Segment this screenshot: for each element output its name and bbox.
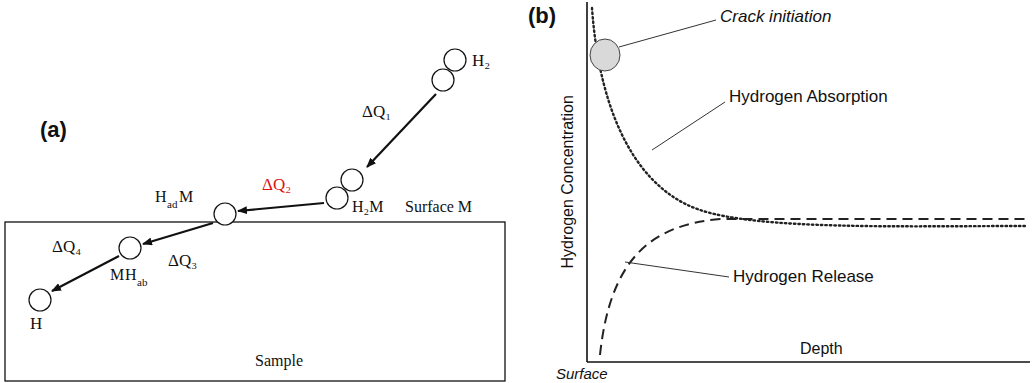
absorption-curve — [592, 8, 1025, 226]
sample-label: Sample — [255, 352, 303, 370]
release-curve — [600, 219, 1025, 355]
energy-label: ΔQ₂ — [262, 176, 291, 195]
leader-lines — [619, 20, 729, 277]
species-subscript: ab — [137, 276, 147, 288]
panel-label: (b) — [528, 4, 556, 28]
panel-label: (a) — [40, 118, 67, 142]
species-label: H — [155, 188, 167, 206]
species-label: M — [110, 266, 124, 284]
energy-label: ΔQ₄ — [52, 238, 81, 257]
callout-label: Crack initiation — [720, 8, 832, 27]
molecules — [29, 49, 466, 311]
axis-label: Surface — [556, 366, 608, 383]
species-label: M — [179, 188, 193, 206]
energy-label: ΔQ₁ — [362, 103, 391, 122]
axis-title: Hydrogen Concentration — [559, 95, 577, 268]
species-label: H — [125, 266, 137, 284]
sample-block — [5, 222, 505, 381]
axes — [587, 2, 1030, 362]
reaction-arrows — [52, 94, 436, 291]
species-subscript: ad — [167, 198, 177, 210]
species-label: H₂ — [472, 52, 490, 71]
species-label: H₂M — [352, 198, 383, 216]
surface-label: Surface M — [405, 198, 472, 216]
axis-label: Depth — [800, 340, 843, 358]
curve-label: Hydrogen Release — [733, 268, 874, 287]
energy-label: ΔQ₃ — [168, 252, 197, 271]
species-label: H — [30, 315, 42, 334]
crack-marker — [590, 39, 620, 71]
curve-label: Hydrogen Absorption — [729, 88, 888, 107]
